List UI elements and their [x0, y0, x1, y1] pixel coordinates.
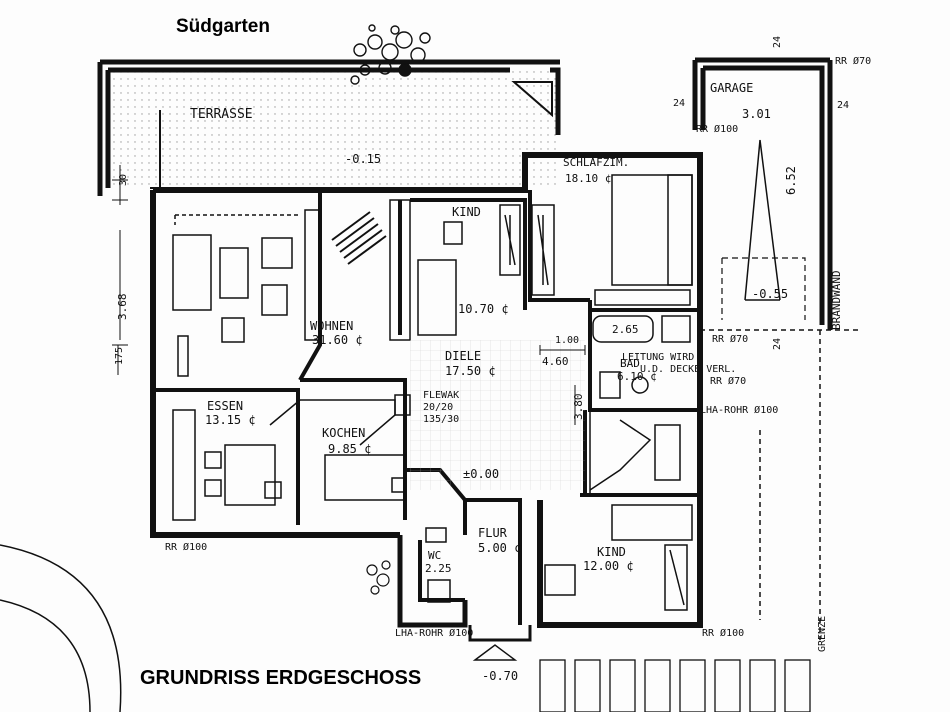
brandwand-label: BRANDWAND [830, 270, 843, 330]
wc-label: WC [428, 549, 441, 562]
bathroom-fixtures [592, 315, 691, 399]
kitchen-fixtures [269, 394, 411, 501]
flur-label: FLUR [478, 526, 508, 540]
diele-width: 4.60 [542, 355, 569, 368]
kind-south-furniture [544, 504, 693, 611]
kind-north-label: KIND [452, 205, 481, 219]
kochen-label: KOCHEN [322, 426, 365, 440]
bad-label: BAD [620, 357, 640, 370]
diele-depth: 3.80 [572, 394, 585, 421]
diele-tiles [410, 340, 585, 490]
decke-note: U.D. DECKE VERL. [640, 364, 736, 375]
living-room-furniture [172, 209, 321, 377]
kind-south-area: 12.00 ¢ [583, 559, 634, 573]
fireplace-hatch [331, 211, 387, 265]
shrubs-north [350, 24, 431, 85]
kind-north-area: 10.70 ¢ [458, 302, 509, 316]
lha-rohr-south: LHA-ROHR Ø100 [395, 627, 473, 639]
garage-level: -0.55 [752, 287, 788, 301]
flewak-size-1: 20/20 [423, 402, 453, 413]
schlafzimmer-label: SCHLAFZIM. [563, 156, 629, 169]
bedroom-furniture [594, 174, 693, 306]
kochen-area: 9.85 ¢ [328, 442, 371, 456]
terrasse-label: TERRASSE [190, 107, 253, 122]
rr-southeast: RR Ø100 [702, 627, 744, 639]
dim-30: 30 [118, 174, 129, 186]
garage-area: 3.01 [742, 107, 771, 121]
essen-area: 13.15 ¢ [205, 413, 256, 427]
leitung-note: LEITUNG WIRD [622, 352, 694, 363]
kind-north-furniture [389, 199, 555, 341]
wc-fixtures [425, 527, 451, 603]
essen-label: ESSEN [207, 399, 243, 413]
garage-label: GARAGE [710, 81, 753, 95]
schlafzimmer-area: 18.10 ¢ [565, 172, 611, 185]
dim-175: 175 [114, 347, 125, 365]
rr-southwest: RR Ø100 [165, 541, 207, 553]
staircase [589, 409, 701, 496]
rr-top-right: RR Ø70 [835, 55, 871, 67]
garage-length: 6.52 [784, 166, 798, 195]
grenze-label: GRENZE [817, 616, 828, 652]
shrubs-south [366, 560, 391, 595]
flur-level: ±0.00 [463, 467, 499, 481]
bad-area: 6.10 ¢ [617, 370, 657, 383]
bad-tub-dimension: 2.65 [612, 323, 639, 336]
wc-area: 2.25 [425, 562, 452, 575]
wohnen-label: WOHNEN [310, 319, 353, 333]
dim-24-east: 24 [772, 338, 783, 350]
house-outer-walls [150, 152, 703, 642]
dim-24-garage-top: 24 [772, 36, 783, 48]
terrace-corner-triangle [511, 81, 553, 118]
flewak-label: FLEWAK [423, 390, 459, 401]
south-paving [539, 659, 811, 712]
garden-label: Südgarten [176, 16, 270, 37]
flewak-size-2: 135/30 [423, 414, 459, 425]
garage [692, 57, 833, 330]
lha-rohr-east: LHA-ROHR Ø100 [700, 404, 778, 416]
dim-368: 3.68 [116, 294, 129, 321]
entrance-level: -0.70 [482, 669, 518, 683]
dim-24-garage-left: 24 [673, 98, 685, 109]
dim-24-garage-right: 24 [837, 100, 849, 111]
rr-garage-north: RR Ø100 [696, 123, 738, 135]
tree-arc [0, 544, 122, 712]
rr-garage-east: RR Ø70 [712, 333, 748, 345]
terrasse-level: -0.15 [345, 152, 381, 166]
diele-area: 17.50 ¢ [445, 364, 496, 378]
east-border [700, 329, 860, 640]
wohnen-area: 31.60 ¢ [312, 333, 363, 347]
dimension-lines [112, 165, 586, 425]
kind-south-label: KIND [597, 545, 626, 559]
dining-furniture [172, 409, 282, 521]
plan-title: GRUNDRISS ERDGESCHOSS [140, 667, 421, 689]
entrance-arrow [472, 644, 518, 661]
diele-label: DIELE [445, 349, 481, 363]
stair-dimension: 1.00 [555, 335, 579, 346]
terrace-area [97, 59, 561, 196]
flur-area: 5.00 ¢ [478, 541, 521, 555]
rr-bad: RR Ø70 [710, 375, 746, 387]
